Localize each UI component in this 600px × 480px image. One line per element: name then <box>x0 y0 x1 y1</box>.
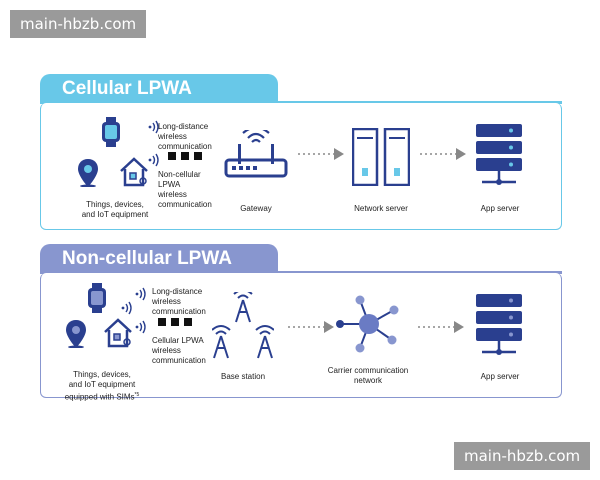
signal-waves-icon <box>147 153 161 172</box>
location-pin-icon <box>78 159 98 187</box>
arrow-dotted-right <box>420 147 466 165</box>
signal-waves-icon <box>134 320 148 339</box>
dashes-icon <box>168 152 202 160</box>
base-station-icon <box>212 292 274 360</box>
arrow-dotted-right <box>288 320 334 338</box>
carrier-network-icon <box>336 294 402 354</box>
long-distance-label: Long-distance wireless communication <box>158 122 212 151</box>
long-distance-label: Long-distance wireless communication <box>152 287 206 316</box>
base-station-label: Base station <box>220 372 266 381</box>
app-server-label: App server <box>480 204 520 213</box>
watermark-top: main-hbzb.com <box>10 10 147 38</box>
signal-waves-icon <box>147 120 161 139</box>
smart-home-icon <box>103 318 133 348</box>
devices-label-text: Things, devices, and IoT equipment equip… <box>64 370 136 402</box>
cellular-tab-strip <box>40 101 562 104</box>
noncellular-lpwa-title: Non-cellular LPWA <box>40 244 278 274</box>
devices-label: Things, devices, and IoT equipment <box>81 200 149 219</box>
smartwatch-icon <box>86 283 108 313</box>
dashes-icon <box>158 318 192 326</box>
watermark-bottom: main-hbzb.com <box>454 442 591 470</box>
app-server-label: App server <box>480 372 520 381</box>
signal-waves-icon <box>134 287 148 306</box>
sims-footnote: *5 <box>134 392 140 398</box>
router-icon <box>224 130 288 182</box>
devices-label: Things, devices, and IoT equipment equip… <box>54 360 150 403</box>
smartwatch-icon <box>100 117 122 147</box>
network-server-icon <box>352 128 410 186</box>
gateway-label: Gateway <box>240 204 272 213</box>
network-server-label: Network server <box>354 204 408 213</box>
carrier-network-label: Carrier communication network <box>327 366 409 385</box>
cellular-lpwa-title: Cellular LPWA <box>40 74 278 104</box>
arrow-dotted-right <box>418 320 464 338</box>
noncellular-lpwa-label: Non-cellular LPWA wireless communication <box>158 170 212 209</box>
noncellular-tab-strip <box>40 271 562 274</box>
app-server-icon <box>474 122 524 188</box>
location-pin-icon <box>66 320 86 348</box>
cellular-lpwa-label: Cellular LPWA wireless communication <box>152 336 206 365</box>
signal-waves-icon <box>120 301 134 320</box>
smart-home-icon <box>119 157 149 187</box>
app-server-icon <box>474 292 524 358</box>
arrow-dotted-right <box>298 147 344 165</box>
